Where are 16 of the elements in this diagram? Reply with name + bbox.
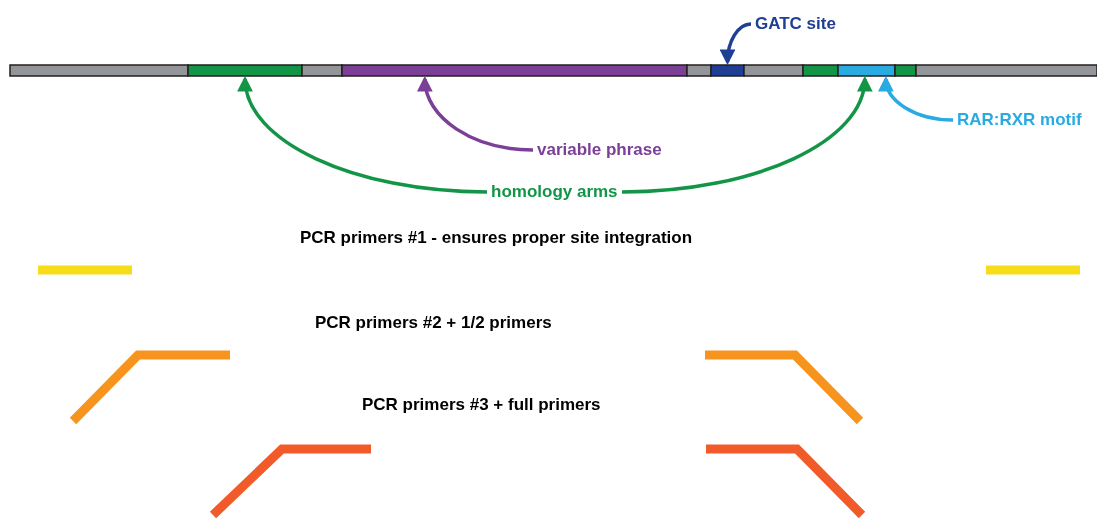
callout-text: RAR:RXR motif <box>957 110 1082 130</box>
leader-arrow <box>879 75 954 122</box>
leader-arrow <box>720 22 752 66</box>
callout-text: GATC site <box>755 14 836 34</box>
primer-label: PCR primers #1 - ensures proper site integration <box>300 228 693 248</box>
dna-segment <box>837 64 896 77</box>
leader-arrow <box>239 75 488 194</box>
dna-segment <box>187 64 303 77</box>
primer-label: PCR primers #2 + 1/2 primers <box>315 313 552 333</box>
dna-segment <box>341 64 688 77</box>
leader-arrow <box>418 75 534 152</box>
callout-text: variable phrase <box>537 140 662 160</box>
primer-label: PCR primers #3 + full primers <box>362 395 601 415</box>
callout-text: homology arms <box>491 182 618 202</box>
dna-segment <box>710 64 745 77</box>
leader-arrow <box>621 75 871 194</box>
